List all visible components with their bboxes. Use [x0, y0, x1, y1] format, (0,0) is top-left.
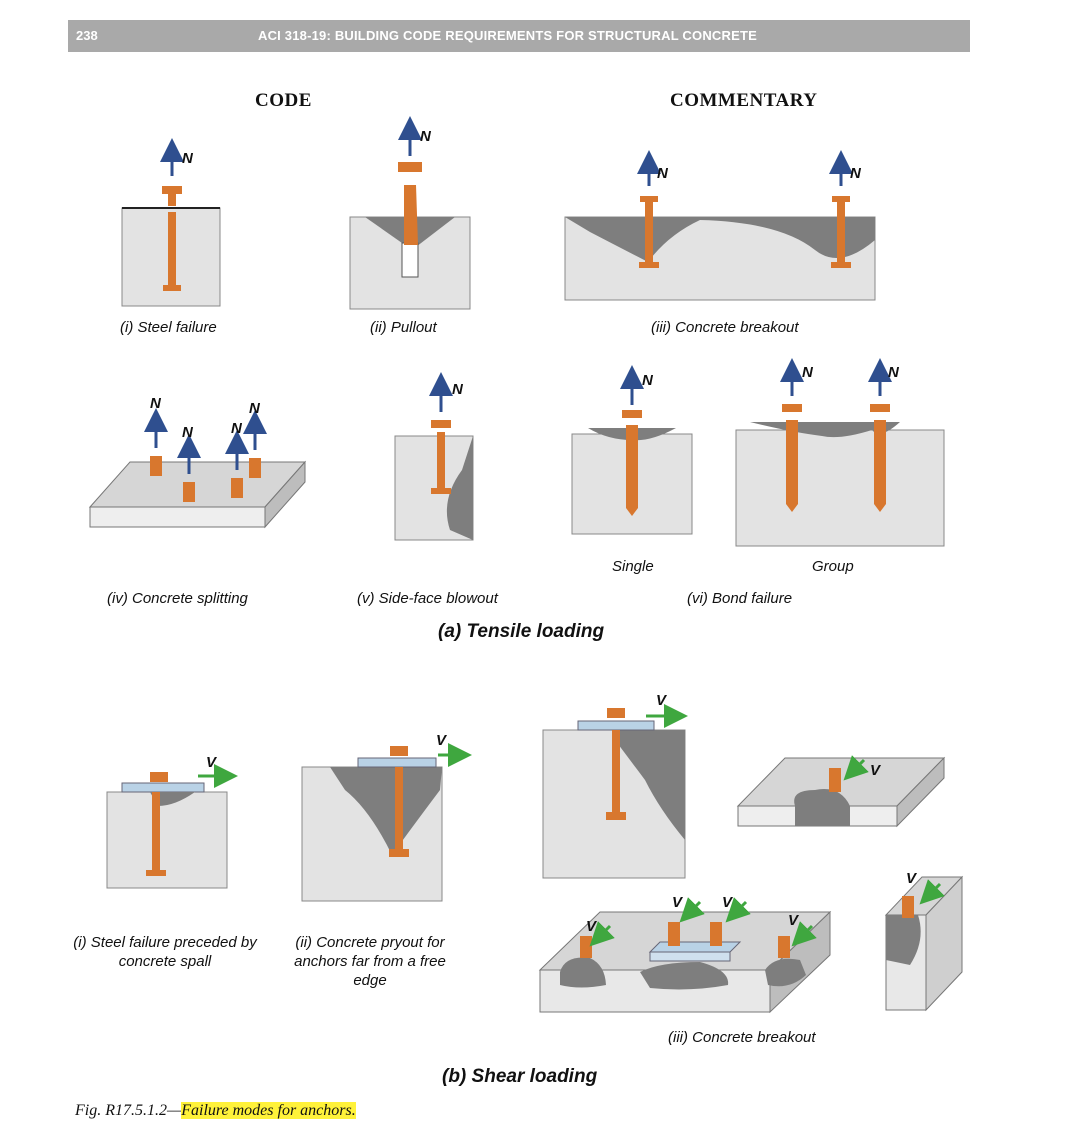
- tensile-steel-failure-diagram: [121, 138, 221, 307]
- load-symbol-n: N: [420, 128, 431, 145]
- load-symbol-v: V: [672, 894, 683, 911]
- figure-title: Failure modes for anchors.: [181, 1102, 356, 1119]
- load-symbol-v: V: [586, 918, 597, 935]
- code-column-heading: CODE: [255, 90, 312, 111]
- page-header-bar: 238 ACI 318-19: BUILDING CODE REQUIREMEN…: [68, 20, 970, 52]
- shear-steel-failure-diagram: [106, 764, 238, 889]
- header-title: ACI 318-19: BUILDING CODE REQUIREMENTS F…: [258, 28, 757, 43]
- load-symbol-v: V: [656, 692, 667, 709]
- load-symbol-v: V: [906, 870, 917, 887]
- label-concrete-pryout: (ii) Concrete pryout for anchors far fro…: [294, 934, 446, 989]
- figure-number: Fig. R17.5.1.2—: [75, 1102, 182, 1119]
- load-symbol-v: V: [870, 762, 881, 779]
- load-symbol-n: N: [850, 165, 861, 182]
- load-symbol-n: N: [802, 364, 813, 381]
- commentary-column-heading: COMMENTARY: [670, 90, 818, 111]
- tensile-loading-heading: (a) Tensile loading: [438, 621, 605, 642]
- figure-caption: Fig. R17.5.1.2—Failure modes for anchors…: [75, 1102, 356, 1120]
- label-side-face-blowout: (v) Side-face blowout: [357, 590, 498, 607]
- label-shear-concrete-breakout: (iii) Concrete breakout: [668, 1029, 816, 1046]
- label-pullout: (ii) Pullout: [370, 319, 437, 336]
- label-bond-failure: (vi) Bond failure: [687, 590, 793, 607]
- load-symbol-v: V: [436, 732, 447, 749]
- label-shear-steel-failure: (i) Steel failure preceded by concrete s…: [73, 934, 257, 970]
- tensile-side-face-blowout-diagram: [394, 372, 474, 541]
- load-symbol-n: N: [182, 424, 193, 441]
- tensile-pullout-diagram: [349, 116, 471, 310]
- load-symbol-n: N: [642, 372, 653, 389]
- label-steel-failure: (i) Steel failure: [120, 319, 217, 336]
- label-single: Single: [612, 558, 654, 575]
- label-concrete-breakout: (iii) Concrete breakout: [651, 319, 799, 336]
- tensile-concrete-breakout-diagram: [564, 150, 876, 301]
- load-symbol-n: N: [182, 150, 193, 167]
- label-concrete-splitting: (iv) Concrete splitting: [107, 590, 248, 607]
- load-symbol-v: V: [722, 894, 733, 911]
- shear-pryout-diagram: [301, 743, 472, 902]
- load-symbol-v: V: [788, 912, 799, 929]
- load-symbol-n: N: [452, 381, 463, 398]
- label-group: Group: [812, 558, 854, 575]
- load-symbol-n: N: [231, 420, 242, 437]
- load-symbol-n: N: [249, 400, 260, 417]
- tensile-concrete-splitting-diagram: [88, 408, 307, 529]
- page-number: 238: [76, 28, 98, 43]
- shear-loading-heading: (b) Shear loading: [442, 1066, 598, 1087]
- load-symbol-n: N: [888, 364, 899, 381]
- load-symbol-n: N: [657, 165, 668, 182]
- shear-concrete-breakout-diagram: [538, 704, 964, 1014]
- load-symbol-v: V: [206, 754, 217, 771]
- load-symbol-n: N: [150, 395, 161, 412]
- tensile-bond-failure-diagram: [571, 358, 945, 547]
